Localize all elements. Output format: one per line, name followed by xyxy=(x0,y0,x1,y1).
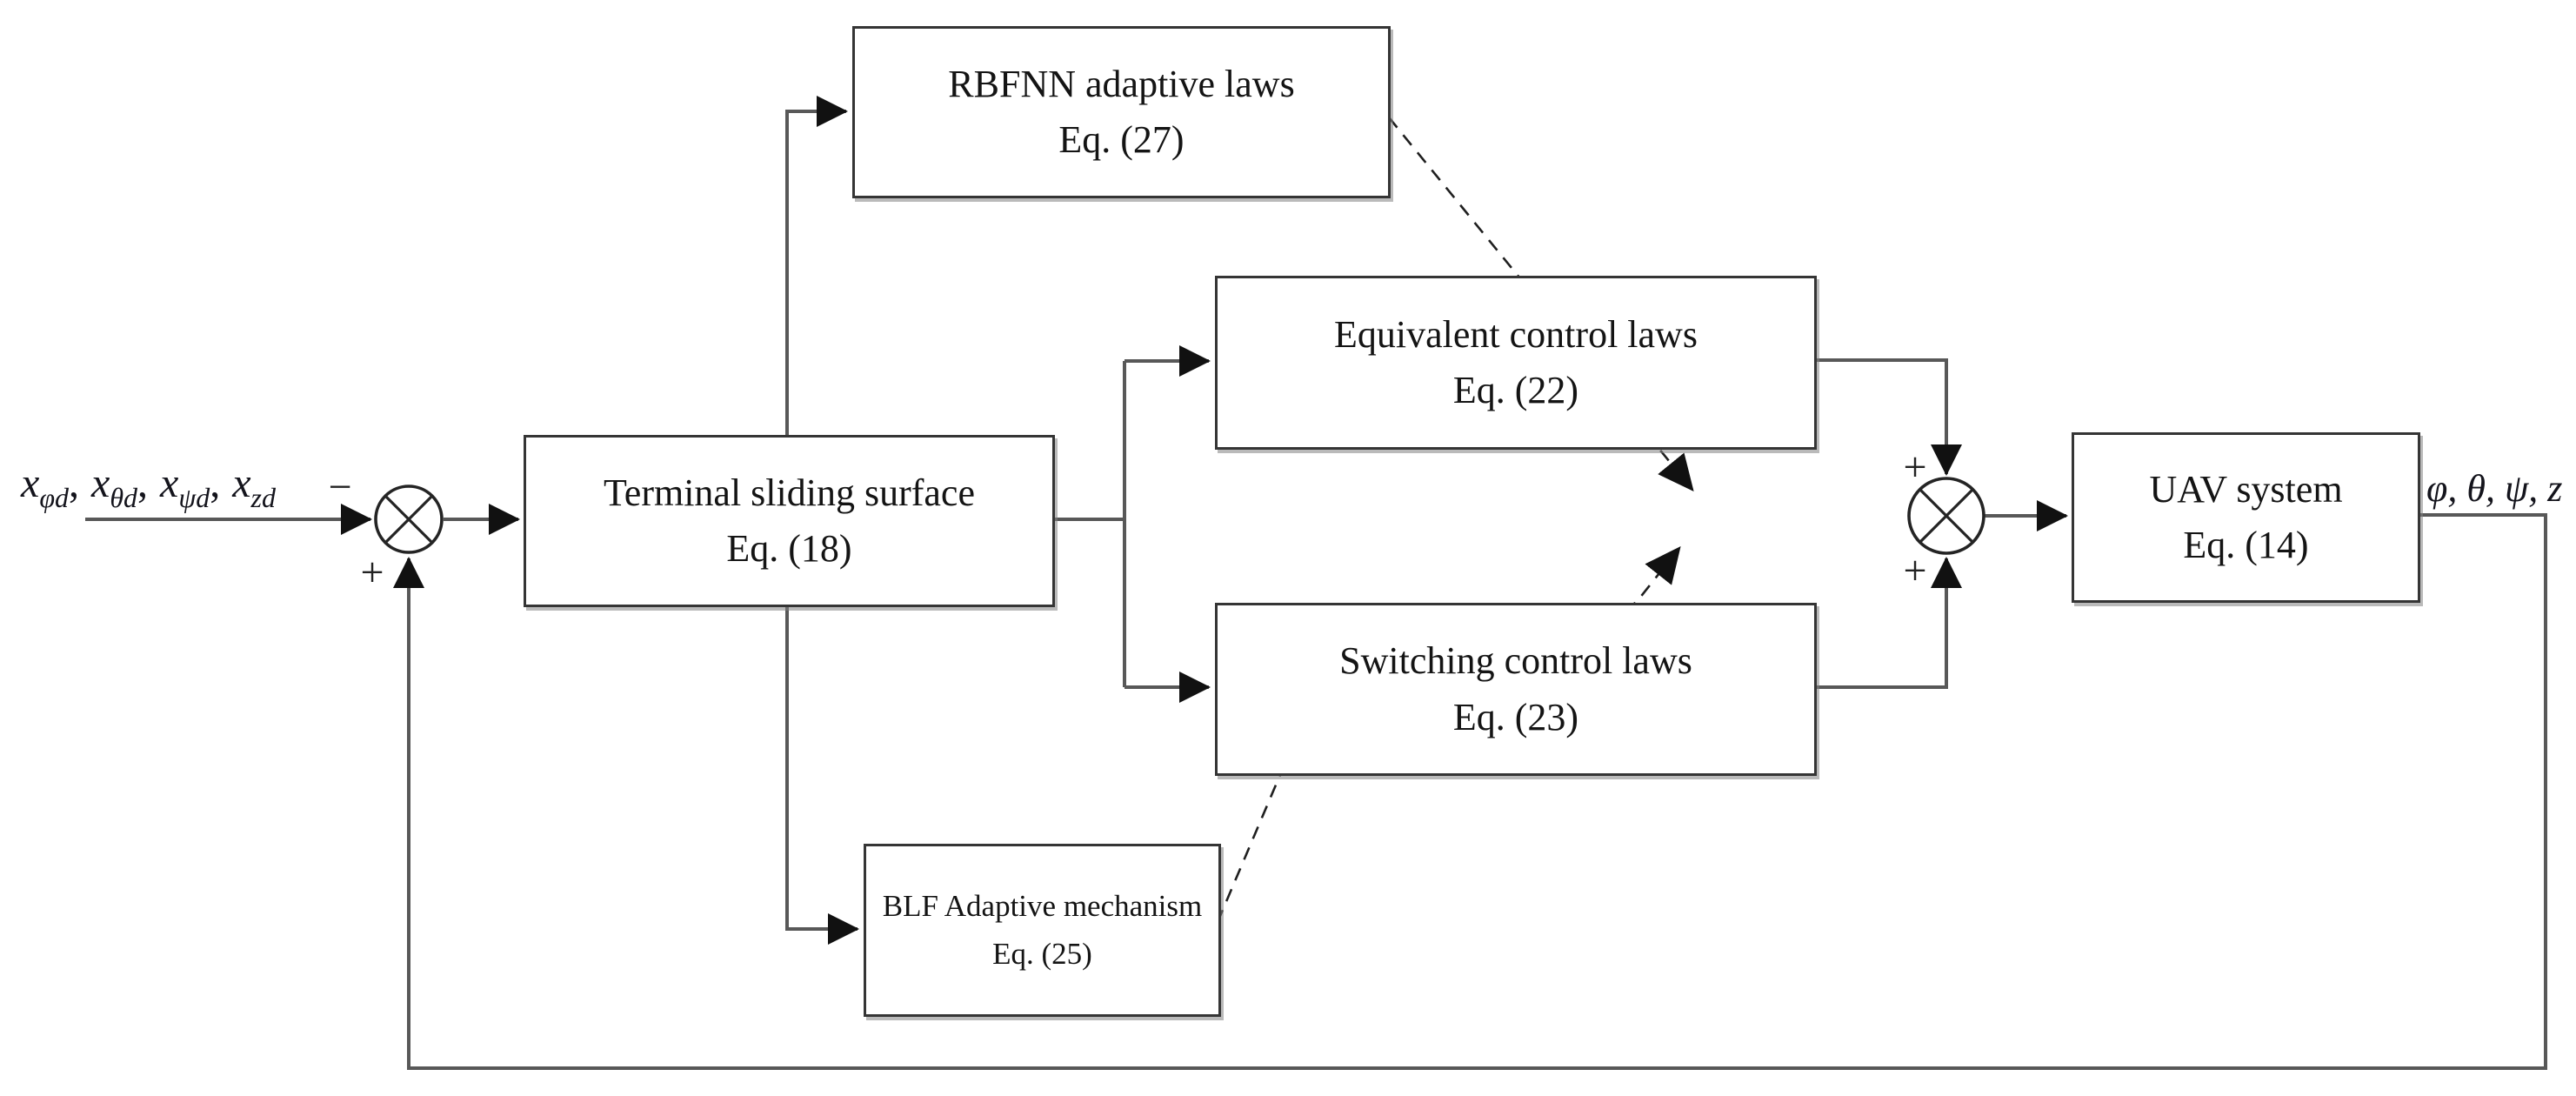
block-terminal-line2: Eq. (18) xyxy=(726,527,852,570)
blf-dashed-arrow xyxy=(1216,545,1681,923)
terminal-to-rbfnn-arrow xyxy=(785,96,848,435)
block-blf-line1: BLF Adaptive mechanism xyxy=(882,889,1203,923)
input-var-theta: xθd xyxy=(91,460,138,513)
block-switching-line2: Eq. (23) xyxy=(1452,695,1579,738)
block-equivalent-control-laws: Equivalent control laws Eq. (22) xyxy=(1215,276,1817,450)
error-junction-plus-sign: + xyxy=(360,549,384,596)
feedback-loop-arrow xyxy=(393,513,2547,1070)
block-equivalent-line1: Equivalent control laws xyxy=(1334,312,1698,356)
equivalent-to-junction-arrow xyxy=(1812,358,1962,476)
block-uav-line2: Eq. (14) xyxy=(2183,524,2309,566)
terminal-to-blf-arrow xyxy=(785,602,859,945)
output-signal-label: φ, θ, ψ, z xyxy=(2426,467,2563,510)
block-rbfnn-adaptive-laws: RBFNN adaptive laws Eq. (27) xyxy=(852,26,1391,198)
rbfnn-dashed-arrow xyxy=(1387,117,1694,492)
input-separator: , xyxy=(69,460,82,506)
error-sum-junction-icon xyxy=(374,485,444,554)
block-terminal-line1: Terminal sliding surface xyxy=(603,471,975,514)
block-blf-adaptive-mechanism: BLF Adaptive mechanism Eq. (25) xyxy=(864,844,1221,1017)
input-var-psi: xψd xyxy=(160,460,210,513)
switching-to-junction-arrow xyxy=(1812,557,1962,689)
block-blf-line2: Eq. (25) xyxy=(992,936,1092,971)
block-switching-line1: Switching control laws xyxy=(1339,639,1692,683)
input-separator: , xyxy=(210,460,223,506)
control-junction-top-plus-sign: + xyxy=(1903,444,1927,491)
block-rbfnn-line1: RBFNN adaptive laws xyxy=(948,62,1295,105)
control-sum-junction-icon xyxy=(1907,477,1985,555)
control-junction-bottom-plus-sign: + xyxy=(1903,547,1927,594)
block-equivalent-line2: Eq. (22) xyxy=(1452,369,1579,411)
input-var-phi: xφd xyxy=(21,460,70,513)
terminal-output-trunk xyxy=(1050,361,1126,687)
error-junction-minus-sign: − xyxy=(328,464,352,511)
input-separator: , xyxy=(137,460,150,506)
block-rbfnn-line2: Eq. (27) xyxy=(1058,118,1185,161)
block-terminal-sliding-surface: Terminal sliding surface Eq. (18) xyxy=(524,435,1055,607)
block-switching-control-laws: Switching control laws Eq. (23) xyxy=(1215,603,1817,776)
input-signal-label: xφd, xθd, xψd, xzd xyxy=(21,459,276,513)
input-var-z: xzd xyxy=(232,460,276,513)
block-uav-line1: UAV system xyxy=(2149,467,2343,511)
block-uav-system: UAV system Eq. (14) xyxy=(2072,432,2420,603)
